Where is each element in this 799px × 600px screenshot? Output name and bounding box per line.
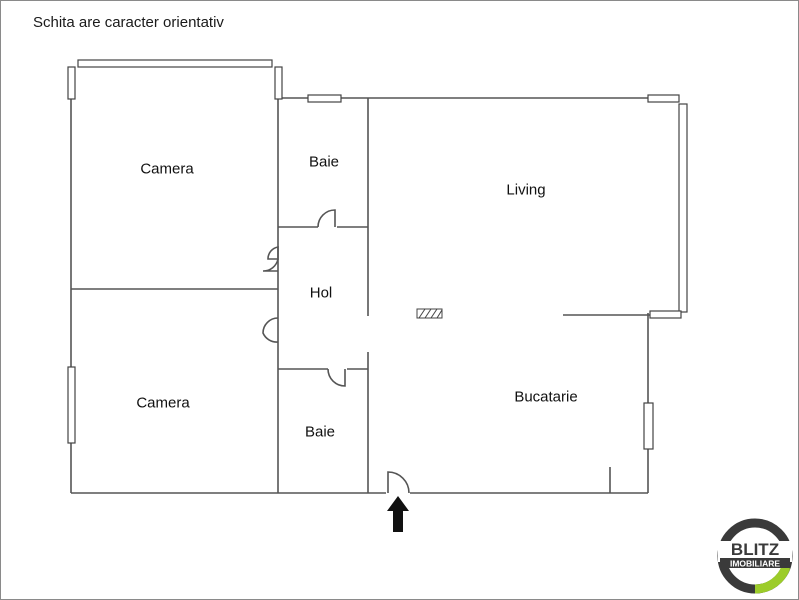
hatched-shaft-icon: [416, 308, 443, 319]
blitz-logo: BLITZ IMOBILIARE: [717, 518, 793, 594]
room-label-baie-2: Baie: [304, 423, 336, 441]
entrance-arrow-icon: [387, 496, 409, 532]
room-label-bucatarie: Bucatarie: [514, 388, 578, 406]
logo-sub: IMOBILIARE: [730, 559, 780, 569]
sketch-disclaimer: Schita are caracter orientativ: [33, 14, 224, 31]
room-label-hol: Hol: [309, 284, 333, 302]
room-label-baie-1: Baie: [308, 153, 340, 171]
room-label-camera-2: Camera: [136, 394, 190, 412]
logo-brand: BLITZ: [731, 540, 779, 559]
room-label-camera-1: Camera: [140, 160, 194, 178]
room-label-living: Living: [506, 181, 546, 199]
